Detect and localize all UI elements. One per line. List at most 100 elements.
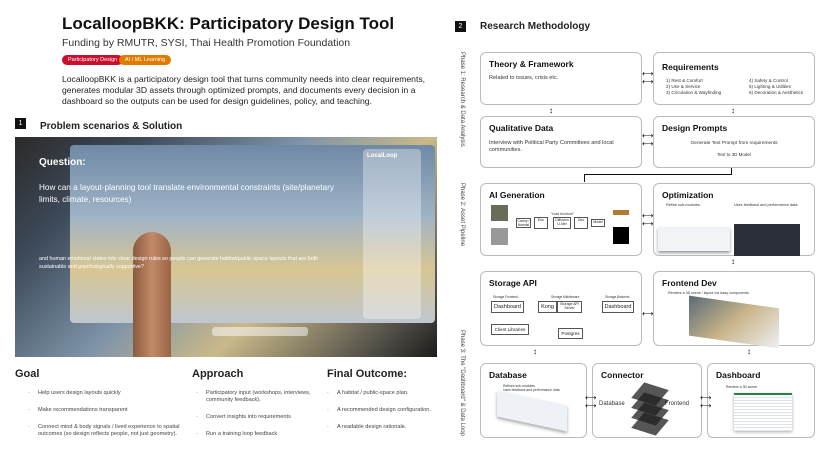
arrow-qual-prompts: ⟷⟷ <box>642 131 654 148</box>
funding-text: Funding by RMUTR, SYSI, Thai Health Prom… <box>62 37 351 49</box>
section-2-badge: 2 <box>455 21 466 32</box>
node-dashboard: Dashboard <box>491 301 524 313</box>
prompts-title: Design Prompts <box>662 123 728 133</box>
dashboard-box: Dashboard Renders a 3D scene. <box>707 363 815 438</box>
phase-2-label: Phase 2: Asset Pipeline <box>459 183 465 247</box>
qualitative-title: Qualitative Data <box>489 123 554 133</box>
finger <box>133 232 171 357</box>
block-model: Model <box>591 219 605 227</box>
node-client-libraries: Client Libraries <box>491 324 529 335</box>
app-side-panel: LocalLoop <box>363 149 421 319</box>
arrow-theory-qual: ↕ <box>549 106 553 115</box>
database-box: Database Refines sub-modules.Uses feedba… <box>480 363 587 438</box>
goal-item: Connect mind & body signals / lived expe… <box>28 424 188 438</box>
block-decoder: Dec <box>574 217 588 229</box>
bench-photo <box>491 205 508 221</box>
optimization-screenshot-1 <box>658 227 730 251</box>
arrow-theory-req: ⟷⟷ <box>642 69 654 86</box>
tag-participatory-design: Participatory Design <box>62 55 124 65</box>
problem-photo: LocalLoop Question: How can a layout-pla… <box>15 137 437 357</box>
node-dashboard-backend: Dashboard <box>602 301 634 313</box>
bench-depth-image <box>491 228 508 245</box>
goal-title: Goal <box>15 368 40 380</box>
approach-title: Approach <box>192 368 244 380</box>
arrow-db-connector: ⟷⟷ <box>585 393 597 410</box>
approach-list: Participatory input (workshops, intervie… <box>196 390 316 448</box>
node-postgres: Postgres <box>558 328 583 339</box>
optimization-item: Refine sub-modules. <box>666 203 701 207</box>
database-list: Refines sub-modules.Uses feedback and pe… <box>503 384 561 392</box>
optimization-title: Optimization <box>662 190 714 200</box>
storage-title: Storage API <box>489 278 537 288</box>
arrow-req-prompts: ↕ <box>731 106 735 115</box>
optimization-box: Optimization Refine sub-modules. Uses fe… <box>653 183 815 256</box>
section-1-badge: 1 <box>15 118 26 129</box>
prompts-line2: Text to 3D Model <box>717 152 751 157</box>
arrow-storage-db: ↕ <box>533 347 537 356</box>
output-bench-model <box>613 210 629 215</box>
storage-api-box: Storage API Storage Frontend Storage Mid… <box>480 271 642 346</box>
frontend-title: Frontend Dev <box>662 278 717 288</box>
approach-item: Run a training loop feedback <box>196 431 316 438</box>
laptop-screen <box>70 145 435 323</box>
goal-item: Make recommendations transparent <box>28 407 188 414</box>
page-title: LocalloopBKK: Participatory Design Tool <box>62 14 395 33</box>
dashboard-table <box>734 393 792 431</box>
theory-box: Theory & Framework Related to issues, cr… <box>480 52 642 105</box>
qualitative-box: Qualitative Data Interview with Politica… <box>480 116 642 168</box>
dock <box>212 327 308 336</box>
approach-item: Convert insights into requirements <box>196 414 316 421</box>
theory-title: Theory & Framework <box>489 59 574 69</box>
outcome-item: A readable design rationale. <box>327 424 447 431</box>
connector-line <box>584 168 732 175</box>
phase-1-label: Phase 1: Research & Data Analysis <box>459 52 465 147</box>
arrow-storage-frontend: ⟷ <box>642 309 654 318</box>
block-diffusion: Diffusion U-Net <box>553 217 571 229</box>
description: LocalloopBKK is a participatory design t… <box>62 74 426 106</box>
question-main: How can a layout-planning tool translate… <box>39 183 334 204</box>
group-label: Storage Middleware <box>551 295 580 299</box>
qualitative-text: Interview with Political Party Committee… <box>489 140 614 153</box>
connector-box: Connector Database Frontend <box>592 363 702 438</box>
question-label: Question: <box>39 157 86 168</box>
group-label: Storage Frontend <box>493 295 518 299</box>
frontend-screens <box>689 295 779 349</box>
prompts-box: Design Prompts Generate Text Prompt from… <box>653 116 815 168</box>
prompt-label: "road furniture" <box>551 212 575 216</box>
optimization-screenshot-2 <box>734 224 800 256</box>
frontend-text: Renders a 3D scene / layout via lossy co… <box>668 291 750 295</box>
outcome-item: A recommended design configuration. <box>327 407 447 414</box>
node-storage-api: Storage API Server <box>557 301 582 313</box>
goal-list: Help users design layouts quickly Make r… <box>28 390 188 448</box>
block-canny: Canny / Normal <box>516 218 531 228</box>
group-label: Storage Backend <box>605 295 630 299</box>
frontend-dev-box: Frontend Dev Renders a 3D scene / layout… <box>653 271 815 349</box>
outcome-title: Final Outcome: <box>327 368 408 380</box>
question-sub: and human emotional states into clear de… <box>39 256 319 270</box>
dashboard-title: Dashboard <box>716 370 761 380</box>
connector-right-label: Frontend <box>665 401 690 407</box>
theory-text: Related to issues, crisis etc. <box>489 75 559 81</box>
arrow-opt-frontend: ↕ <box>731 257 735 266</box>
database-screenshot <box>497 390 567 432</box>
optimization-item: Uses feedback and performance data. <box>734 203 799 207</box>
connector-title: Connector <box>601 370 644 380</box>
tag-ai-ml: AI / ML Learning <box>119 55 172 65</box>
block-encoder: Enc <box>534 217 548 229</box>
arrow-ai-opt: ⟷⟷ <box>642 211 654 228</box>
approach-item: Participatory input (workshops, intervie… <box>196 390 316 404</box>
goal-item: Help users design layouts quickly <box>28 390 188 397</box>
arrow-connector-dashboard: ⟷⟷ <box>700 393 712 410</box>
database-title: Database <box>489 370 527 380</box>
app-logo: LocalLoop <box>367 153 398 159</box>
output-mask <box>613 227 629 244</box>
outcome-list: A habitat / public-space plan. A recomme… <box>327 390 447 441</box>
node-kong: Kong <box>538 301 557 313</box>
connector-line-down <box>584 175 585 182</box>
connector-left-label: Database <box>599 401 625 407</box>
arrow-frontend-dashboard: ↕ <box>747 347 751 356</box>
section-1-title: Problem scenarios & Solution <box>40 121 183 132</box>
